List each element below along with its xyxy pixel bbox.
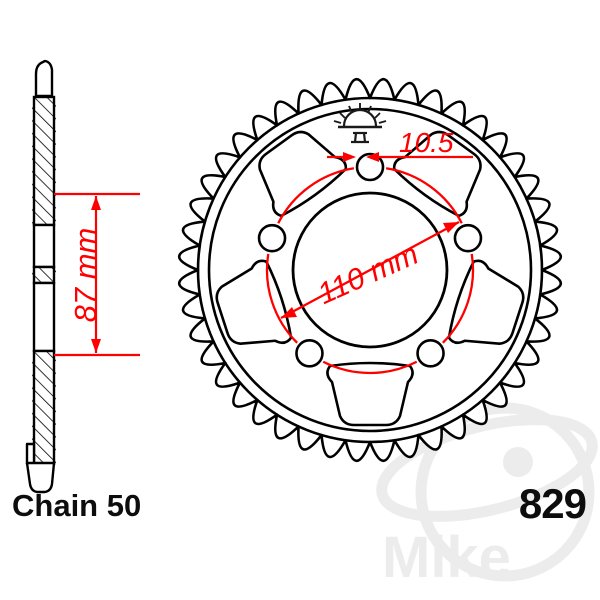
chain-size-label: Chain 50 [12, 488, 142, 523]
part-number-label: 829 [518, 480, 587, 527]
bolt-circle-arc [277, 167, 355, 224]
dimension-label-87mm: 87 mm [68, 228, 103, 323]
arrow-up-87 [91, 196, 101, 210]
spoke-cutout [447, 259, 525, 345]
hatch-upper [32, 98, 56, 226]
dimension-87mm [54, 192, 140, 357]
bolt-hole [257, 223, 287, 253]
tooth-root-circle [196, 96, 544, 444]
bolt-hole [295, 339, 324, 368]
spoke-cutout [326, 361, 414, 427]
watermark-eye-dot [503, 447, 533, 477]
bolt-circle-arc [265, 253, 298, 344]
arrow-right-110 [443, 222, 459, 233]
dimension-110mm [280, 220, 460, 320]
dimension-label-10-5: 10.5 [399, 127, 454, 158]
bolt-hole [416, 339, 445, 368]
bolt-hole [453, 223, 483, 253]
arrow-left-110 [281, 307, 297, 318]
arrow-right-105 [343, 152, 356, 162]
watermark-logo [376, 402, 598, 582]
arrow-left-105 [366, 152, 379, 162]
spoke-cutouts [215, 130, 525, 427]
bolt-circle-arc [442, 253, 475, 344]
spoke-cutout [215, 259, 293, 345]
spoke-cutout [258, 130, 348, 218]
watermark-text: Mike [382, 525, 511, 590]
side-profile-view [25, 59, 56, 494]
hatch-band [32, 268, 56, 282]
bolt-circle-arc [385, 167, 463, 224]
arrow-down-87 [91, 339, 101, 353]
bolt-circle-arc [322, 360, 418, 375]
bolt-circle-arcs [265, 167, 475, 375]
sunrise-jt-logo-stamp [333, 103, 387, 144]
hatch-lower [32, 352, 56, 464]
